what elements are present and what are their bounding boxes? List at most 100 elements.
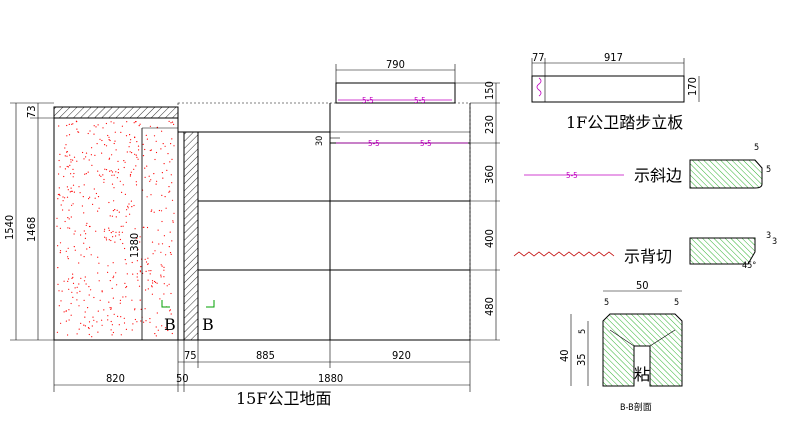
speckle-dot (120, 316, 122, 318)
speckle-dot (72, 176, 74, 178)
speckle-dot (68, 278, 70, 280)
speckle-dot (98, 207, 100, 209)
speckle-dot (169, 161, 171, 163)
speckle-dot (118, 231, 120, 233)
top-plate-marker-2: 5-5 (414, 96, 426, 105)
speckle-dot (70, 190, 72, 192)
speckle-dot (149, 321, 151, 323)
speckle-dot (165, 254, 167, 256)
speckle-dot (109, 139, 111, 142)
speckle-dot (132, 323, 134, 325)
speckle-dot (66, 155, 68, 157)
speckle-dot (115, 272, 117, 274)
dim-strip: 75 (184, 349, 197, 362)
speckle-dot (155, 140, 157, 142)
speckle-dot (143, 226, 145, 228)
hatched-strip (183, 131, 199, 341)
speckle-dot (161, 265, 163, 267)
speckle-dot (70, 216, 72, 218)
speckle-dot (115, 149, 117, 151)
speckle-dot (154, 333, 156, 335)
top-plate-marker-1: 5-5 (362, 96, 374, 105)
speckle-dot (115, 216, 117, 218)
speckle-dot (111, 215, 113, 217)
dim-total: 1880 (318, 372, 343, 385)
bevel-profile (689, 159, 763, 189)
speckle-dot (112, 210, 114, 212)
speckle-dot (137, 279, 139, 281)
speckle-dot (107, 319, 109, 321)
speckle-dot (83, 230, 85, 232)
speckle-dot (161, 130, 163, 132)
speckle-dot (136, 237, 138, 239)
speckle-dot (67, 217, 69, 219)
speckle-dot (97, 210, 99, 212)
speckle-dot (144, 308, 146, 310)
speckle-dot (81, 205, 83, 207)
right-outline (177, 102, 471, 341)
top-plate (335, 82, 456, 104)
speckle-dot (146, 138, 148, 140)
speckle-dot (93, 125, 95, 127)
speckle-dot (98, 280, 100, 282)
speckle-dot (155, 281, 157, 283)
step-riser-detail: 77 917 170 1F公卫踏步立板 (531, 51, 700, 132)
speckle-dot (93, 133, 95, 135)
speckle-dot (112, 297, 114, 299)
speckle-dot (109, 215, 111, 217)
speckle-dot (65, 310, 67, 312)
speckle-dot (160, 148, 162, 150)
speckle-dot (88, 333, 90, 336)
speckle-dot (101, 152, 103, 154)
speckle-dot (113, 174, 115, 176)
speckle-dot (151, 286, 153, 288)
speckle-dot (157, 329, 159, 331)
back-cut-profile (689, 237, 756, 265)
speckle-dot (124, 161, 126, 163)
speckle-dot (158, 243, 160, 245)
speckle-dot (107, 271, 109, 273)
speckle-dot (59, 242, 62, 244)
speckle-dot (101, 290, 103, 292)
dim-section-bevel-r: 5 (674, 298, 679, 308)
speckle-dot (105, 239, 108, 241)
speckle-dot (97, 124, 99, 126)
speckle-dot (122, 242, 124, 245)
speckle-dot (104, 168, 106, 170)
speckle-dot (76, 128, 78, 130)
speckle-dot (111, 287, 113, 289)
speckle-dot (160, 251, 162, 253)
speckle-dot (109, 280, 111, 282)
speckle-dot (64, 147, 66, 149)
dim-step-b: 917 (604, 51, 623, 64)
speckle-dot (99, 138, 101, 140)
speckle-dot (153, 211, 155, 213)
notch-dim: 30 (315, 136, 325, 146)
speckle-dot (70, 159, 72, 161)
speckle-dot (134, 308, 136, 310)
speckle-dot (65, 250, 67, 252)
speckle-dot (58, 290, 60, 292)
speckle-dot (112, 230, 114, 233)
speckle-dot (58, 173, 60, 175)
speckle-dot (136, 276, 138, 278)
speckle-dot (72, 184, 75, 186)
speckle-dot (95, 192, 97, 195)
speckle-dot (137, 158, 139, 160)
dim-top-plate-width: 790 (386, 58, 405, 71)
speckle-dot (121, 231, 123, 233)
speckle-dot (135, 154, 137, 156)
speckle-dot (103, 178, 105, 181)
speckle-dot (58, 159, 60, 162)
speckle-dot (85, 156, 87, 158)
speckle-dot (104, 144, 106, 146)
speckle-dot (97, 256, 99, 258)
speckle-dot (118, 234, 120, 236)
speckle-dot (95, 230, 97, 232)
speckle-dot (107, 315, 109, 317)
section-mark-left: B (164, 315, 176, 334)
speckle-dot (117, 172, 119, 174)
speckle-dot (124, 193, 126, 195)
speckle-dot (68, 123, 70, 125)
speckle-dot (90, 154, 92, 156)
